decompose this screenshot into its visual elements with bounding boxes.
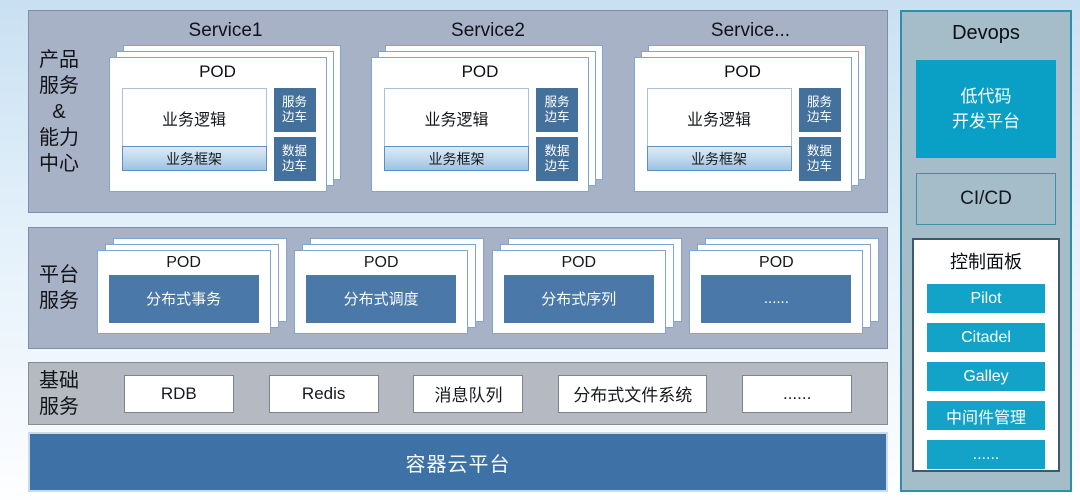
pod-stack: POD 业务逻辑 业务框架 服务 边车 数据 边车 — [108, 45, 343, 197]
distributed-sequence-box: 分布式序列 — [503, 274, 654, 323]
rdb-box: RDB — [123, 374, 234, 413]
service-group-2: Service2 POD 业务逻辑 业务框架 服务 边车 数据 边车 — [362, 11, 614, 212]
platform-pod-card: POD 分布式序列 — [491, 249, 666, 334]
platform-pod-groups: POD 分布式事务 POD 分布式调度 POD 分布式序列 POD — [89, 228, 887, 348]
business-logic-box: 业务逻辑 — [384, 88, 529, 147]
control-panel: 控制面板 Pilot Citadel Galley 中间件管理 ...... — [912, 238, 1060, 472]
business-framework-bar: 业务框架 — [384, 146, 529, 171]
devops-panel: Devops 低代码 开发平台 CI/CD 控制面板 Pilot Citadel… — [900, 10, 1072, 492]
pod-body: 业务逻辑 业务框架 服务 边车 数据 边车 — [384, 88, 578, 181]
pod-title: POD — [166, 253, 201, 271]
data-sidecar-box: 数据 边车 — [536, 137, 578, 181]
pod-title: POD — [724, 62, 761, 81]
base-row-label: 基础 服务 — [39, 369, 79, 418]
platform-row-label: 平台 服务 — [39, 264, 79, 312]
control-panel-title: 控制面板 — [950, 252, 1022, 272]
platform-services-row: 平台 服务 POD 分布式事务 POD 分布式调度 POD 分布式序列 — [28, 227, 888, 349]
service-groups: Service1 POD 业务逻辑 业务框架 服务 边车 数据 边车 — [89, 11, 887, 212]
cicd-box: CI/CD — [916, 173, 1056, 225]
pod-card: POD 业务逻辑 业务框架 服务 边车 数据 边车 — [108, 57, 327, 192]
pod-stack: POD 业务逻辑 业务框架 服务 边车 数据 边车 — [371, 45, 605, 197]
service-group-3: Service... POD 业务逻辑 业务框架 服务 边车 数据 边车 — [625, 11, 877, 212]
distributed-scheduling-box: 分布式调度 — [306, 274, 457, 323]
distributed-transaction-box: 分布式事务 — [108, 274, 259, 323]
service-group-1: Service1 POD 业务逻辑 业务框架 服务 边车 数据 边车 — [100, 11, 352, 212]
service-title: Service1 — [188, 20, 263, 41]
container-cloud-platform-bar: 容器云平台 — [28, 432, 888, 492]
pod-card: POD 业务逻辑 业务框架 服务 边车 数据 边车 — [633, 57, 852, 192]
pod-sidecars: 服务 边车 数据 边车 — [798, 88, 841, 181]
base-services-row: 基础 服务 RDB Redis 消息队列 分布式文件系统 ...... — [28, 362, 888, 425]
business-framework-bar: 业务框架 — [121, 146, 267, 171]
data-sidecar-box: 数据 边车 — [798, 137, 841, 181]
galley-button: Galley — [927, 362, 1045, 391]
platform-pod-stack-2: POD 分布式调度 — [294, 237, 485, 339]
pod-title: POD — [561, 253, 597, 271]
service-title: Service... — [710, 20, 791, 41]
pod-left-column: 业务逻辑 业务框架 — [646, 88, 792, 181]
platform-ellipsis-box: ...... — [701, 274, 852, 323]
service-sidecar-box: 服务 边车 — [798, 88, 841, 132]
platform-pod-stack-4: POD ...... — [689, 237, 880, 339]
service-title: Service2 — [451, 20, 525, 41]
platform-pod-card: POD 分布式调度 — [294, 249, 469, 334]
pod-title: POD — [199, 62, 236, 81]
platform-pod-stack-1: POD 分布式事务 — [96, 237, 287, 339]
pod-body: 业务逻辑 业务框架 服务 边车 数据 边车 — [646, 88, 841, 181]
product-row-label: 产品 服务 & 能力 中心 — [39, 48, 79, 175]
service-sidecar-box: 服务 边车 — [536, 88, 578, 132]
base-ellipsis-box: ...... — [742, 374, 853, 413]
platform-pod-stack-3: POD 分布式序列 — [491, 237, 682, 339]
redis-box: Redis — [268, 374, 379, 413]
base-service-items: RDB Redis 消息队列 分布式文件系统 ...... — [89, 374, 887, 413]
pod-sidecars: 服务 边车 数据 边车 — [536, 88, 578, 181]
pilot-button: Pilot — [927, 284, 1045, 313]
pod-title: POD — [363, 253, 399, 271]
citadel-button: Citadel — [927, 323, 1045, 352]
business-logic-box: 业务逻辑 — [121, 88, 267, 147]
pod-sidecars: 服务 边车 数据 边车 — [273, 88, 316, 181]
platform-pod-card: POD ...... — [689, 249, 864, 334]
business-logic-box: 业务逻辑 — [646, 88, 792, 147]
service-sidecar-box: 服务 边车 — [273, 88, 316, 132]
pod-card: POD 业务逻辑 业务框架 服务 边车 数据 边车 — [371, 57, 589, 192]
pod-title: POD — [759, 253, 794, 271]
message-queue-box: 消息队列 — [413, 374, 524, 413]
devops-title: Devops — [952, 22, 1020, 44]
middleware-management-button: 中间件管理 — [927, 401, 1045, 430]
pod-title: POD — [461, 62, 499, 81]
pod-body: 业务逻辑 业务框架 服务 边车 数据 边车 — [121, 88, 316, 181]
data-sidecar-box: 数据 边车 — [273, 137, 316, 181]
control-panel-ellipsis-button: ...... — [927, 440, 1045, 469]
platform-pod-card: POD 分布式事务 — [96, 249, 271, 334]
lowcode-platform-box: 低代码 开发平台 — [916, 60, 1056, 158]
distributed-file-system-box: 分布式文件系统 — [558, 374, 708, 413]
pod-stack: POD 业务逻辑 业务框架 服务 边车 数据 边车 — [633, 45, 868, 197]
pod-left-column: 业务逻辑 业务框架 — [384, 88, 529, 181]
business-framework-bar: 业务框架 — [646, 146, 792, 171]
product-services-row: 产品 服务 & 能力 中心 Service1 POD 业务逻辑 业务框架 服务 … — [28, 10, 888, 213]
pod-left-column: 业务逻辑 业务框架 — [121, 88, 267, 181]
